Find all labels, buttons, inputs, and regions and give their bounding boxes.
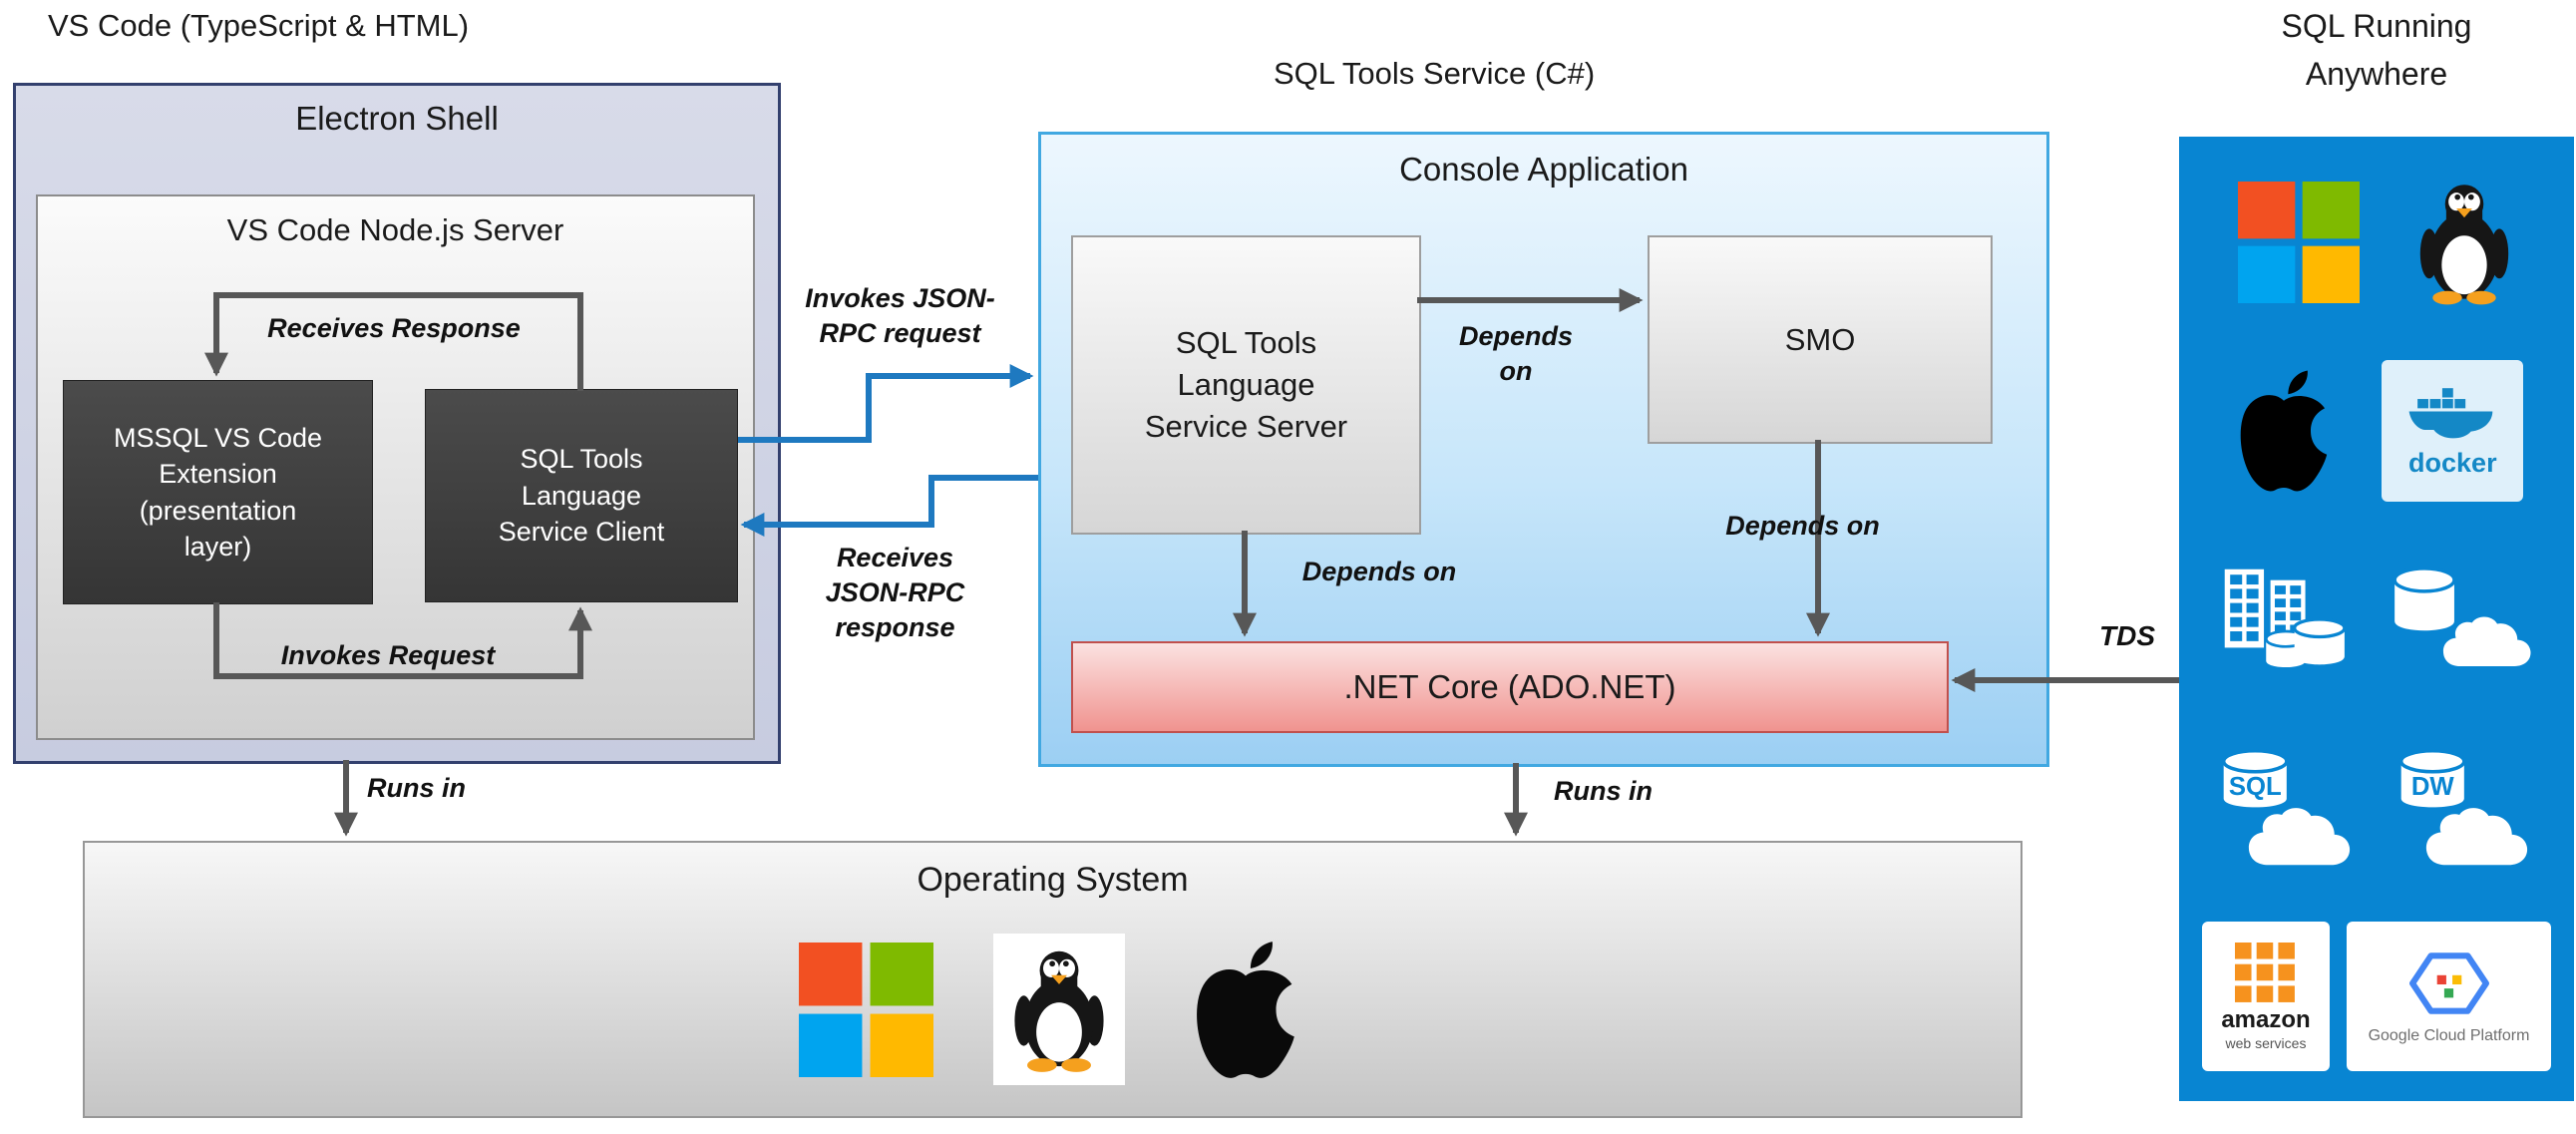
receives-json-rpc-label: Receives JSON-RPC response bbox=[825, 543, 965, 643]
database-with-cloud-icon bbox=[2392, 567, 2531, 666]
service-server-label: SQL Tools Language Service Server bbox=[1144, 325, 1348, 444]
panel-row-3 bbox=[2193, 538, 2560, 700]
os-linux-tux-icon bbox=[1007, 945, 1111, 1073]
panel-row-5: amazon web services Google Cloud Platfor… bbox=[2193, 915, 2560, 1077]
aws-cubes-icon bbox=[2235, 942, 2295, 1002]
receives-json-rpc-arrow bbox=[740, 475, 1038, 537]
smo-label: SMO bbox=[1784, 321, 1856, 357]
netcore-box: .NET Core (ADO.NET) bbox=[1071, 641, 1949, 733]
sql-anywhere-region-label: SQL Running Anywhere bbox=[2179, 2, 2574, 98]
electron-shell-title: Electron Shell bbox=[295, 100, 499, 137]
os-windows-logo-icon bbox=[799, 943, 933, 1077]
gcp-label: Google Cloud Platform bbox=[2368, 1026, 2530, 1044]
depends-on-smo-label: Depends on bbox=[1458, 321, 1574, 387]
operating-system-title: Operating System bbox=[917, 861, 1189, 899]
electron-shell-box: Electron Shell VS Code Node.js Server MS… bbox=[13, 83, 781, 764]
mssql-extension-box: MSSQL VS Code Extension (presentation la… bbox=[63, 380, 373, 604]
runs-in-right-label: Runs in bbox=[1554, 776, 1653, 806]
aws-amazon-label: amazon bbox=[2221, 1005, 2311, 1033]
console-application-title: Console Application bbox=[1399, 151, 1688, 188]
smo-box: SMO bbox=[1648, 235, 1993, 444]
node-server-box: VS Code Node.js Server MSSQL VS Code Ext… bbox=[36, 194, 755, 740]
os-icons-row bbox=[85, 927, 2021, 1092]
sql-anywhere-panel: docker bbox=[2179, 137, 2574, 1101]
sql-database-cloud-icon: SQL bbox=[2221, 748, 2350, 865]
anywhere-linux-tux-icon bbox=[2413, 179, 2515, 306]
sql-anywhere-label-line2: Anywhere bbox=[2305, 56, 2448, 92]
tds-label: TDS bbox=[2099, 620, 2155, 651]
sql-server-racks-icon bbox=[2224, 568, 2347, 667]
os-linux-tux-tile bbox=[993, 934, 1125, 1085]
console-application-box: Console Application SQL Tools Language S… bbox=[1038, 132, 2049, 767]
aws-webservices-label: web services bbox=[2225, 1034, 2307, 1051]
panel-row-2: docker bbox=[2193, 349, 2560, 512]
vscode-region-label: VS Code (TypeScript & HTML) bbox=[48, 8, 470, 43]
docker-logo-tile: docker bbox=[2382, 359, 2524, 502]
sql-cylinder-label: SQL bbox=[2228, 773, 2281, 801]
dw-database-cloud-icon: DW bbox=[2399, 748, 2528, 865]
service-client-label: SQL Tools Language Service Client bbox=[498, 444, 665, 548]
invokes-json-rpc-arrow bbox=[738, 364, 1034, 443]
anywhere-windows-logo-icon bbox=[2238, 182, 2360, 303]
runs-in-left-label: Runs in bbox=[367, 773, 466, 803]
sql-anywhere-label-line1: SQL Running bbox=[2281, 8, 2472, 44]
node-server-title: VS Code Node.js Server bbox=[226, 212, 564, 247]
os-apple-logo-icon bbox=[1185, 937, 1306, 1083]
mssql-extension-label: MSSQL VS Code Extension (presentation la… bbox=[113, 422, 323, 562]
depends-on-server-netcore-label: Depends on bbox=[1301, 557, 1457, 586]
panel-row-4: SQL DW bbox=[2193, 726, 2560, 889]
invokes-request-label: Invokes Request bbox=[280, 640, 496, 670]
service-server-box: SQL Tools Language Service Server bbox=[1071, 235, 1421, 535]
docker-label: docker bbox=[2408, 448, 2497, 478]
depends-on-smo-netcore-label: Depends on bbox=[1725, 511, 1880, 541]
invokes-json-rpc-label: Invokes JSON-RPC request bbox=[805, 283, 995, 349]
docker-whale-icon bbox=[2408, 388, 2493, 439]
netcore-label: .NET Core (ADO.NET) bbox=[1343, 667, 1676, 705]
panel-row-1 bbox=[2193, 161, 2560, 323]
dw-cylinder-label: DW bbox=[2411, 773, 2455, 801]
service-client-box: SQL Tools Language Service Client bbox=[425, 389, 738, 602]
sqltools-region-label: SQL Tools Service (C#) bbox=[1274, 56, 1596, 91]
receives-response-label: Receives Response bbox=[267, 313, 521, 343]
google-cloud-platform-tile: Google Cloud Platform bbox=[2347, 921, 2551, 1071]
gcp-hexagon-icon bbox=[2408, 951, 2489, 1014]
operating-system-box: Operating System bbox=[83, 841, 2023, 1118]
anywhere-apple-logo-icon bbox=[2230, 366, 2338, 496]
aws-logo-tile: amazon web services bbox=[2202, 921, 2330, 1071]
